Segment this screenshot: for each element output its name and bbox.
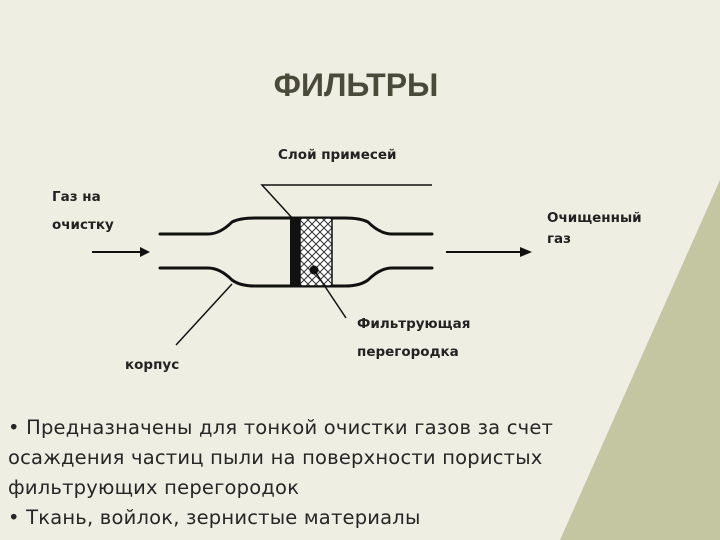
clean-gas-label-line1: Очищенный	[547, 210, 642, 226]
bullet-item: • Ткань, войлок, зернистые материалы	[8, 506, 421, 529]
partition-leader	[313, 269, 347, 319]
impurity-leader	[260, 184, 432, 221]
clean-gas-label-line2: газ	[547, 231, 571, 247]
bullet-item: • Предназначены для тонкой очистки газов…	[8, 416, 554, 499]
clean-gas-arrow	[446, 247, 532, 257]
corner-accent	[560, 180, 720, 540]
gas-in-arrow	[92, 247, 150, 257]
housing-label: корпус	[125, 357, 179, 373]
filter-partition	[299, 217, 333, 287]
bullet-list: • Предназначены для тонкой очистки газов…	[8, 413, 628, 533]
filter-partition-label-line1: Фильтрующая	[357, 316, 470, 332]
impurity-layer	[290, 218, 300, 286]
filter-partition-label-line2: перегородка	[357, 344, 459, 360]
impurity-layer-label: Слой примесей	[278, 147, 397, 163]
gas-in-label-line2: очистку	[52, 217, 114, 233]
housing-leader	[175, 283, 233, 346]
page-title: ФИЛЬТРЫ	[274, 67, 439, 103]
leader-lines	[175, 184, 432, 346]
gas-in-label-line1: Газ на	[52, 189, 101, 205]
